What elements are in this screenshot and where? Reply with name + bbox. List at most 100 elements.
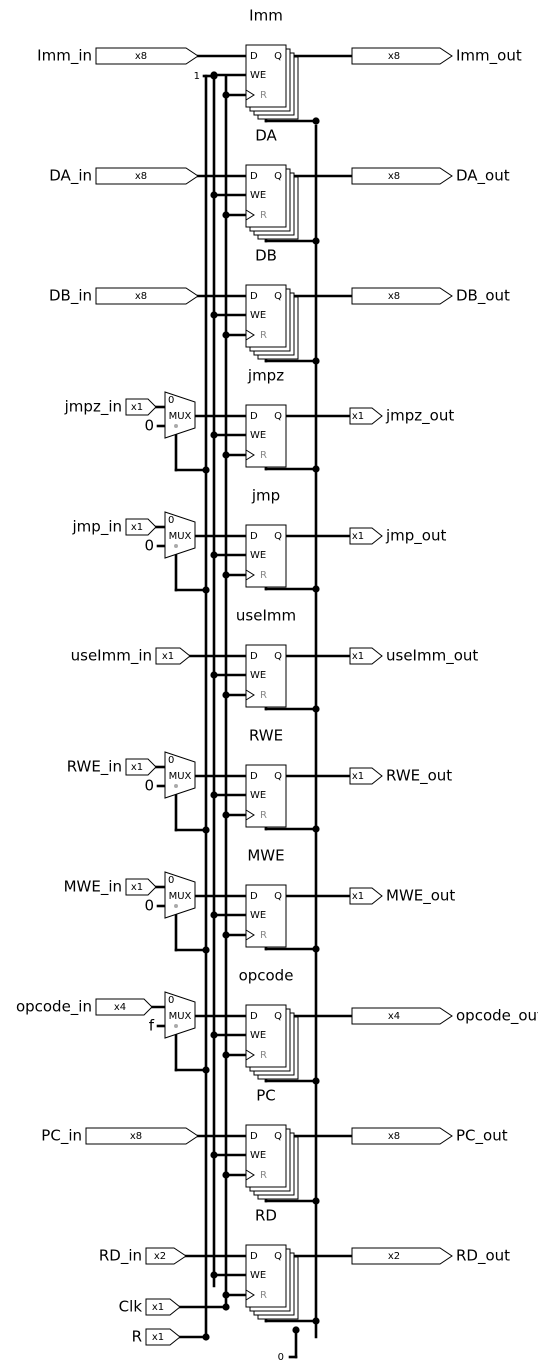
input-port (125, 878, 157, 896)
mux (164, 991, 196, 1039)
input-bus-port (85, 1127, 199, 1145)
pin-we: WE (250, 1150, 266, 1161)
clock-triangle (245, 1289, 255, 1301)
control-width: x1 (152, 1332, 164, 1343)
register-name: RWE (249, 727, 283, 745)
pin-d: D (250, 1131, 258, 1142)
control-label: Clk (119, 1298, 143, 1316)
input-width: x8 (135, 171, 147, 182)
clock-triangle (245, 929, 255, 941)
mux-constant-label: 0 (144, 417, 154, 435)
output-label: RD_out (456, 1247, 510, 1266)
output-width: x1 (352, 531, 364, 542)
mux-label: MUX (169, 891, 192, 902)
input-label: useImm_in (71, 647, 152, 666)
clock-triangle (245, 449, 255, 461)
output-width: x1 (352, 411, 364, 422)
pin-r: R (260, 330, 267, 341)
mux-select-dot (174, 544, 178, 548)
pin-r: R (260, 1290, 267, 1301)
pin-we: WE (250, 310, 266, 321)
input-port (125, 518, 157, 536)
wires (150, 54, 354, 1359)
clock-triangle (245, 809, 255, 821)
pin-r: R (260, 210, 267, 221)
mux (164, 751, 196, 799)
junction-dot (312, 117, 320, 125)
pin-we: WE (250, 190, 266, 201)
pin-q: Q (274, 1131, 282, 1142)
output-width: x8 (388, 1131, 400, 1142)
register-box (245, 884, 287, 948)
clock-triangle (245, 1169, 255, 1181)
input-width: x8 (135, 291, 147, 302)
register-box (245, 404, 287, 468)
register-name: RD (255, 1207, 277, 1225)
mux-sel0: 0 (168, 395, 174, 406)
mux (164, 511, 196, 559)
input-label: jmpz_in (64, 398, 122, 417)
register-name: jmp (251, 487, 280, 505)
pin-r: R (260, 810, 267, 821)
input-width: x1 (131, 882, 143, 893)
register-box (245, 44, 287, 108)
output-bus-port (351, 47, 453, 65)
pin-r: R (260, 570, 267, 581)
pin-d: D (250, 291, 258, 302)
input-width: x1 (131, 522, 143, 533)
pin-q: Q (274, 651, 282, 662)
output-bus-port (351, 1247, 453, 1265)
control-label: R (132, 1328, 142, 1346)
input-port (145, 1298, 181, 1316)
input-label: MWE_in (64, 878, 122, 897)
register-box (245, 164, 287, 228)
input-label: DB_in (49, 287, 92, 306)
register-box (245, 524, 287, 588)
input-port (125, 398, 157, 416)
pin-d: D (250, 651, 258, 662)
pin-q: Q (274, 1011, 282, 1022)
we-constant-label: 1 (194, 71, 200, 82)
pin-q: Q (274, 891, 282, 902)
pin-d: D (250, 1251, 258, 1262)
clock-triangle (245, 1049, 255, 1061)
output-label: opcode_out (456, 1007, 538, 1026)
output-label: PC_out (456, 1127, 508, 1146)
register-name: PC (256, 1087, 276, 1105)
pin-d: D (250, 411, 258, 422)
register-name: useImm (236, 607, 296, 625)
input-bus-port (95, 47, 199, 65)
register-name: DB (255, 247, 277, 265)
output-port (349, 527, 383, 545)
mux-sel0: 0 (168, 755, 174, 766)
output-bus-port (351, 1007, 453, 1025)
output-width: x8 (388, 291, 400, 302)
input-width: x1 (131, 402, 143, 413)
pin-d: D (250, 531, 258, 542)
junction-dot (222, 1303, 230, 1311)
pin-r: R (260, 1050, 267, 1061)
pin-q: Q (274, 171, 282, 182)
input-width: x8 (135, 51, 147, 62)
input-label: RWE_in (67, 758, 122, 777)
mux-constant-label: f (149, 1017, 155, 1035)
register-box (245, 284, 287, 348)
pin-q: Q (274, 51, 282, 62)
mux-select-dot (174, 424, 178, 428)
mux-constant-label: 0 (144, 777, 154, 795)
input-width: x8 (130, 1131, 142, 1142)
pin-q: Q (274, 1251, 282, 1262)
input-bus-port (145, 1247, 187, 1265)
pin-d: D (250, 771, 258, 782)
output-label: jmp_out (385, 527, 446, 546)
output-bus-port (351, 167, 453, 185)
clock-triangle (245, 209, 255, 221)
pin-r: R (260, 1170, 267, 1181)
output-label: DA_out (456, 167, 510, 186)
pin-d: D (250, 891, 258, 902)
register-name: opcode (239, 967, 294, 985)
pin-q: Q (274, 291, 282, 302)
register-box (245, 764, 287, 828)
